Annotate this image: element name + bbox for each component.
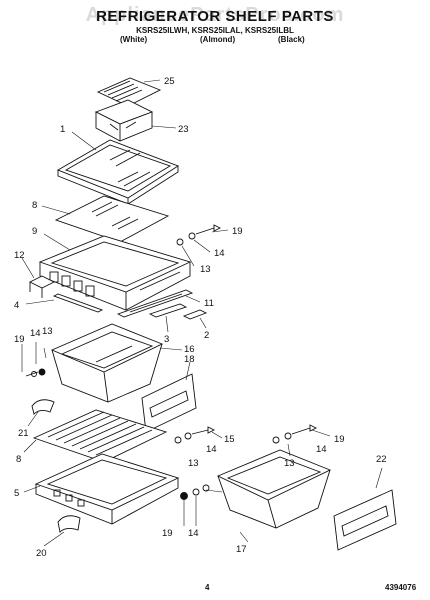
hardware-upper[interactable] xyxy=(176,224,222,246)
callout-23: 23 xyxy=(178,124,189,135)
callout-13-left: 13 xyxy=(42,326,53,337)
part-lower-frame[interactable] xyxy=(34,453,180,525)
callout-4: 4 xyxy=(14,300,19,311)
part-glide[interactable] xyxy=(182,309,208,320)
callout-19: 19 xyxy=(232,226,243,237)
callout-13-right: 13 xyxy=(284,458,295,469)
callout-18: 18 xyxy=(184,354,195,365)
hardware-lower[interactable] xyxy=(180,484,210,500)
callout-16: 16 xyxy=(184,344,195,355)
callout-13-mid: 13 xyxy=(188,458,199,469)
callout-21: 21 xyxy=(18,428,29,439)
page-number: 4 xyxy=(205,583,210,592)
part-glass-pane-upper[interactable] xyxy=(54,195,170,243)
callout-14-right: 14 xyxy=(316,444,327,455)
part-channel[interactable] xyxy=(148,303,188,318)
callout-3: 3 xyxy=(164,334,169,345)
color-variants: (White) (Almond) (Black) xyxy=(0,35,430,47)
part-small-bin[interactable] xyxy=(94,99,154,142)
callout-14-left: 14 xyxy=(30,328,41,339)
variant-almond: (Almond) xyxy=(200,35,236,44)
callout-9: 9 xyxy=(32,226,37,237)
callout-14: 14 xyxy=(214,248,225,259)
callout-19-bottom: 19 xyxy=(162,528,173,539)
callout-11: 11 xyxy=(204,298,214,309)
callout-13: 13 xyxy=(200,264,211,275)
callout-1: 1 xyxy=(60,124,65,135)
callout-22: 22 xyxy=(376,454,387,465)
hardware-right[interactable] xyxy=(272,424,318,444)
variant-white: (White) xyxy=(120,35,148,44)
part-left-rail[interactable] xyxy=(52,293,104,313)
callout-17: 17 xyxy=(236,544,247,555)
hardware-middle[interactable] xyxy=(174,426,216,444)
variant-black: (Black) xyxy=(278,35,305,44)
part-handle[interactable] xyxy=(31,399,55,415)
callout-8: 8 xyxy=(32,200,37,211)
part-drawer-front-lower[interactable] xyxy=(333,489,397,551)
model-numbers: KSRS25ILWH, KSRS25ILAL, KSRS25ILBL xyxy=(136,26,294,35)
callout-12: 12 xyxy=(14,250,25,261)
leader-lines xyxy=(21,79,383,547)
callout-5: 5 xyxy=(14,488,19,499)
part-glass-shelf-assembly[interactable] xyxy=(56,139,179,205)
hardware-left[interactable] xyxy=(25,368,46,377)
callout-20: 20 xyxy=(36,548,47,559)
callout-8-lower: 8 xyxy=(16,454,21,465)
callout-14-bottom: 14 xyxy=(188,528,199,539)
part-drawer-front-upper[interactable] xyxy=(141,373,197,433)
part-left-bracket[interactable] xyxy=(28,275,56,298)
part-crisper-cover-frame[interactable] xyxy=(38,235,192,311)
part-handle-lower[interactable] xyxy=(57,515,81,533)
part-cover[interactable] xyxy=(96,77,162,107)
part-crisper-drawer-upper[interactable] xyxy=(50,323,164,403)
part-glass-pane-lower[interactable] xyxy=(32,409,168,463)
part-front-rail[interactable] xyxy=(116,289,194,318)
callout-15: 15 xyxy=(224,434,235,445)
page-title: REFRIGERATOR SHELF PARTS xyxy=(96,8,334,25)
callout-19-right: 19 xyxy=(334,434,345,445)
document-code: 4394076 xyxy=(385,583,417,592)
callout-14-mid: 14 xyxy=(206,444,217,455)
callout-19-left: 19 xyxy=(14,334,25,345)
callout-25: 25 xyxy=(164,76,175,87)
part-crisper-drawer-lower[interactable] xyxy=(216,449,332,529)
callout-2: 2 xyxy=(204,330,209,341)
